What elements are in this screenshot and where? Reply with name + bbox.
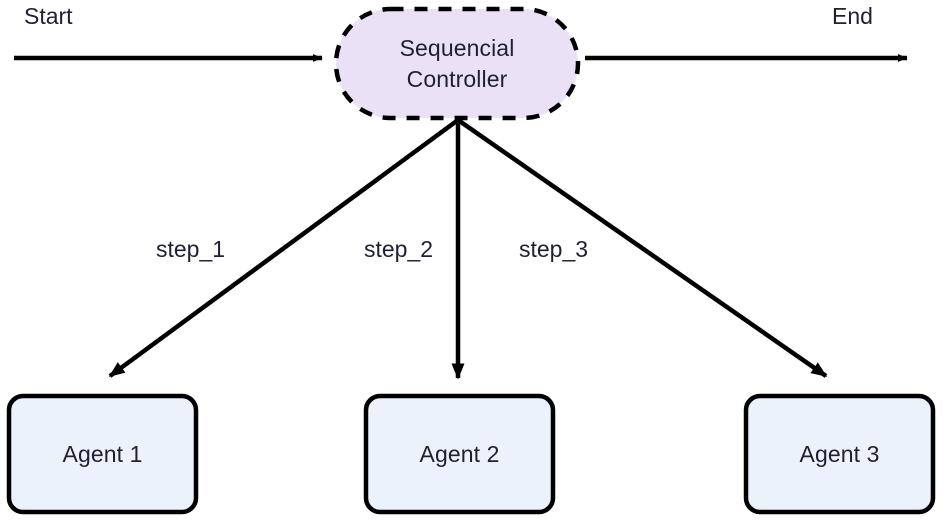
agent-2-node-shape[interactable] — [363, 393, 556, 515]
end-label: End — [832, 3, 873, 29]
agent-1-node-shape[interactable] — [6, 393, 199, 515]
edge-label-step-1: step_1 — [153, 236, 229, 262]
start-label: Start — [24, 3, 73, 29]
edge-step-1 — [108, 118, 460, 378]
edge-label-step-2: step_2 — [361, 236, 437, 262]
edge-step-3 — [456, 118, 828, 378]
controller-node-shape[interactable] — [333, 6, 581, 121]
edge-label-step-3: step_3 — [516, 236, 592, 262]
agent-3-node-shape[interactable] — [743, 393, 936, 515]
